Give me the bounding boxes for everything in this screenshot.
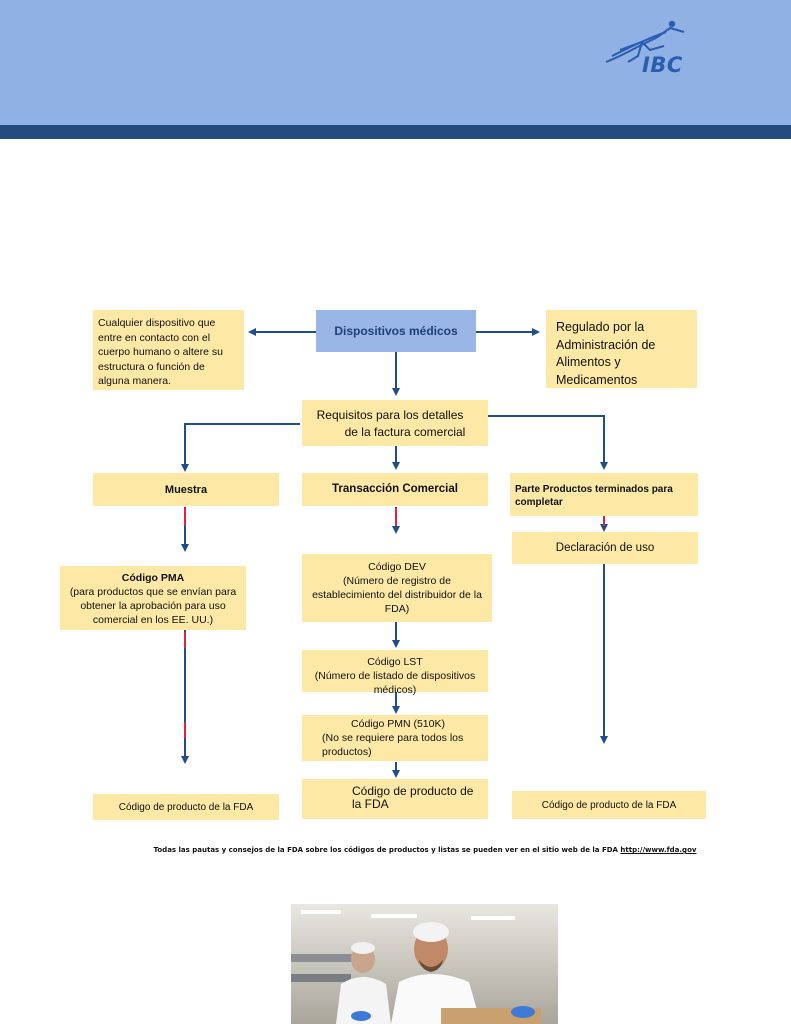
- ibc-logo-text: IBC: [642, 53, 683, 77]
- sample-final-node: Código de producto de la FDA: [93, 794, 279, 820]
- header-band: [0, 0, 791, 125]
- requirements-node: Requisitos para los detalles de la factu…: [302, 400, 488, 446]
- arrow-req-sample: [181, 423, 300, 472]
- definition-note: Cualquier dispositivo que entre en conta…: [93, 310, 244, 390]
- pmn-code-node: Código PMN (510K) (No se requiere para t…: [302, 715, 488, 761]
- parts-final-node: Código de producto de la FDA: [512, 791, 706, 819]
- commercial-final-node: Código de producto de la FDA: [302, 779, 488, 819]
- factory-workers-photo: [291, 904, 558, 1024]
- dev-code-node: Código DEV (Número de registro de establ…: [302, 554, 492, 622]
- arrow-req-parts: [488, 415, 608, 470]
- declaration-node: Declaración de uso: [512, 532, 698, 564]
- commercial-branch: Transacción Comercial: [302, 473, 488, 506]
- footnote: Todas las pautas y consejos de la FDA so…: [130, 846, 720, 854]
- sample-branch: Muestra: [93, 473, 279, 506]
- parts-branch: Parte Productos terminados para completa…: [510, 473, 698, 516]
- footnote-text: Todas las pautas y consejos de la FDA so…: [153, 846, 621, 854]
- regulator-note: Regulado por la Administración de Alimen…: [546, 310, 697, 388]
- header-rule: [0, 125, 791, 139]
- fda-link[interactable]: http://www.fda.gov: [620, 846, 697, 854]
- lst-code-node: Código LST (Número de listado de disposi…: [302, 650, 488, 696]
- root-node: Dispositivos médicos: [316, 310, 476, 352]
- pma-code-node: Código PMA (para productos que se envían…: [60, 566, 246, 630]
- ibc-logo-runner-icon: [605, 20, 685, 63]
